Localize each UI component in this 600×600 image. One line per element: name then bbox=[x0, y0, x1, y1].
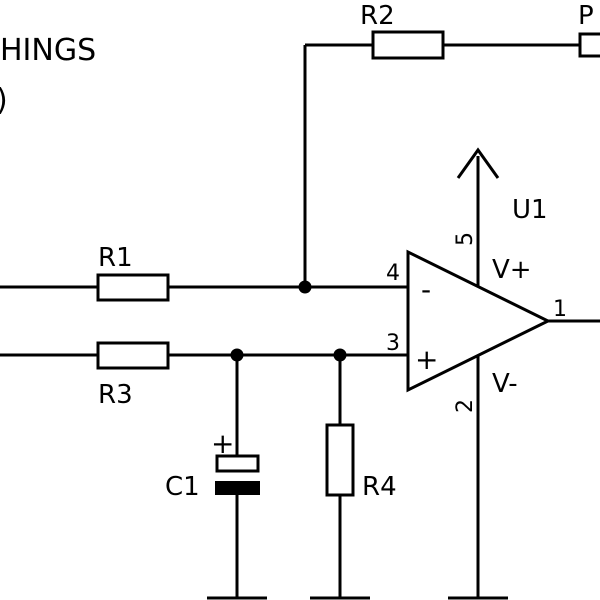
r3-label: R3 bbox=[98, 380, 133, 410]
u1-label: U1 bbox=[512, 195, 548, 225]
title-line-1: HINGS bbox=[0, 33, 96, 68]
capacitor-c1-positive-plate bbox=[215, 454, 260, 473]
pin-number-5: 5 bbox=[453, 232, 478, 246]
vplus-label: V+ bbox=[492, 255, 532, 285]
pin-number-3: 3 bbox=[386, 331, 400, 356]
c1-label: C1 bbox=[165, 472, 200, 502]
opamp-inverting-sign: - bbox=[421, 273, 431, 306]
resistor-r1 bbox=[96, 273, 170, 302]
r4-label: R4 bbox=[362, 472, 397, 502]
c1-polarity-mark: + bbox=[211, 427, 234, 460]
r1-label: R1 bbox=[98, 243, 133, 273]
offpage-part-body bbox=[578, 32, 600, 58]
title-line-2: ) bbox=[0, 83, 8, 118]
opamp-noninverting-sign: + bbox=[415, 343, 438, 376]
pin-number-4: 4 bbox=[386, 261, 400, 286]
pin-number-2: 2 bbox=[453, 399, 478, 413]
vplus-arrow-icon bbox=[456, 147, 500, 179]
resistor-r2 bbox=[371, 30, 445, 60]
resistor-r4 bbox=[325, 423, 355, 497]
offpage-part-label: P bbox=[578, 1, 594, 31]
vminus-label: V- bbox=[492, 369, 518, 399]
pin-number-1: 1 bbox=[553, 297, 567, 322]
junction-dot-r1 bbox=[298, 280, 312, 294]
resistor-r3 bbox=[96, 341, 170, 370]
capacitor-c1-negative-plate bbox=[215, 481, 260, 495]
r2-label: R2 bbox=[360, 1, 395, 31]
